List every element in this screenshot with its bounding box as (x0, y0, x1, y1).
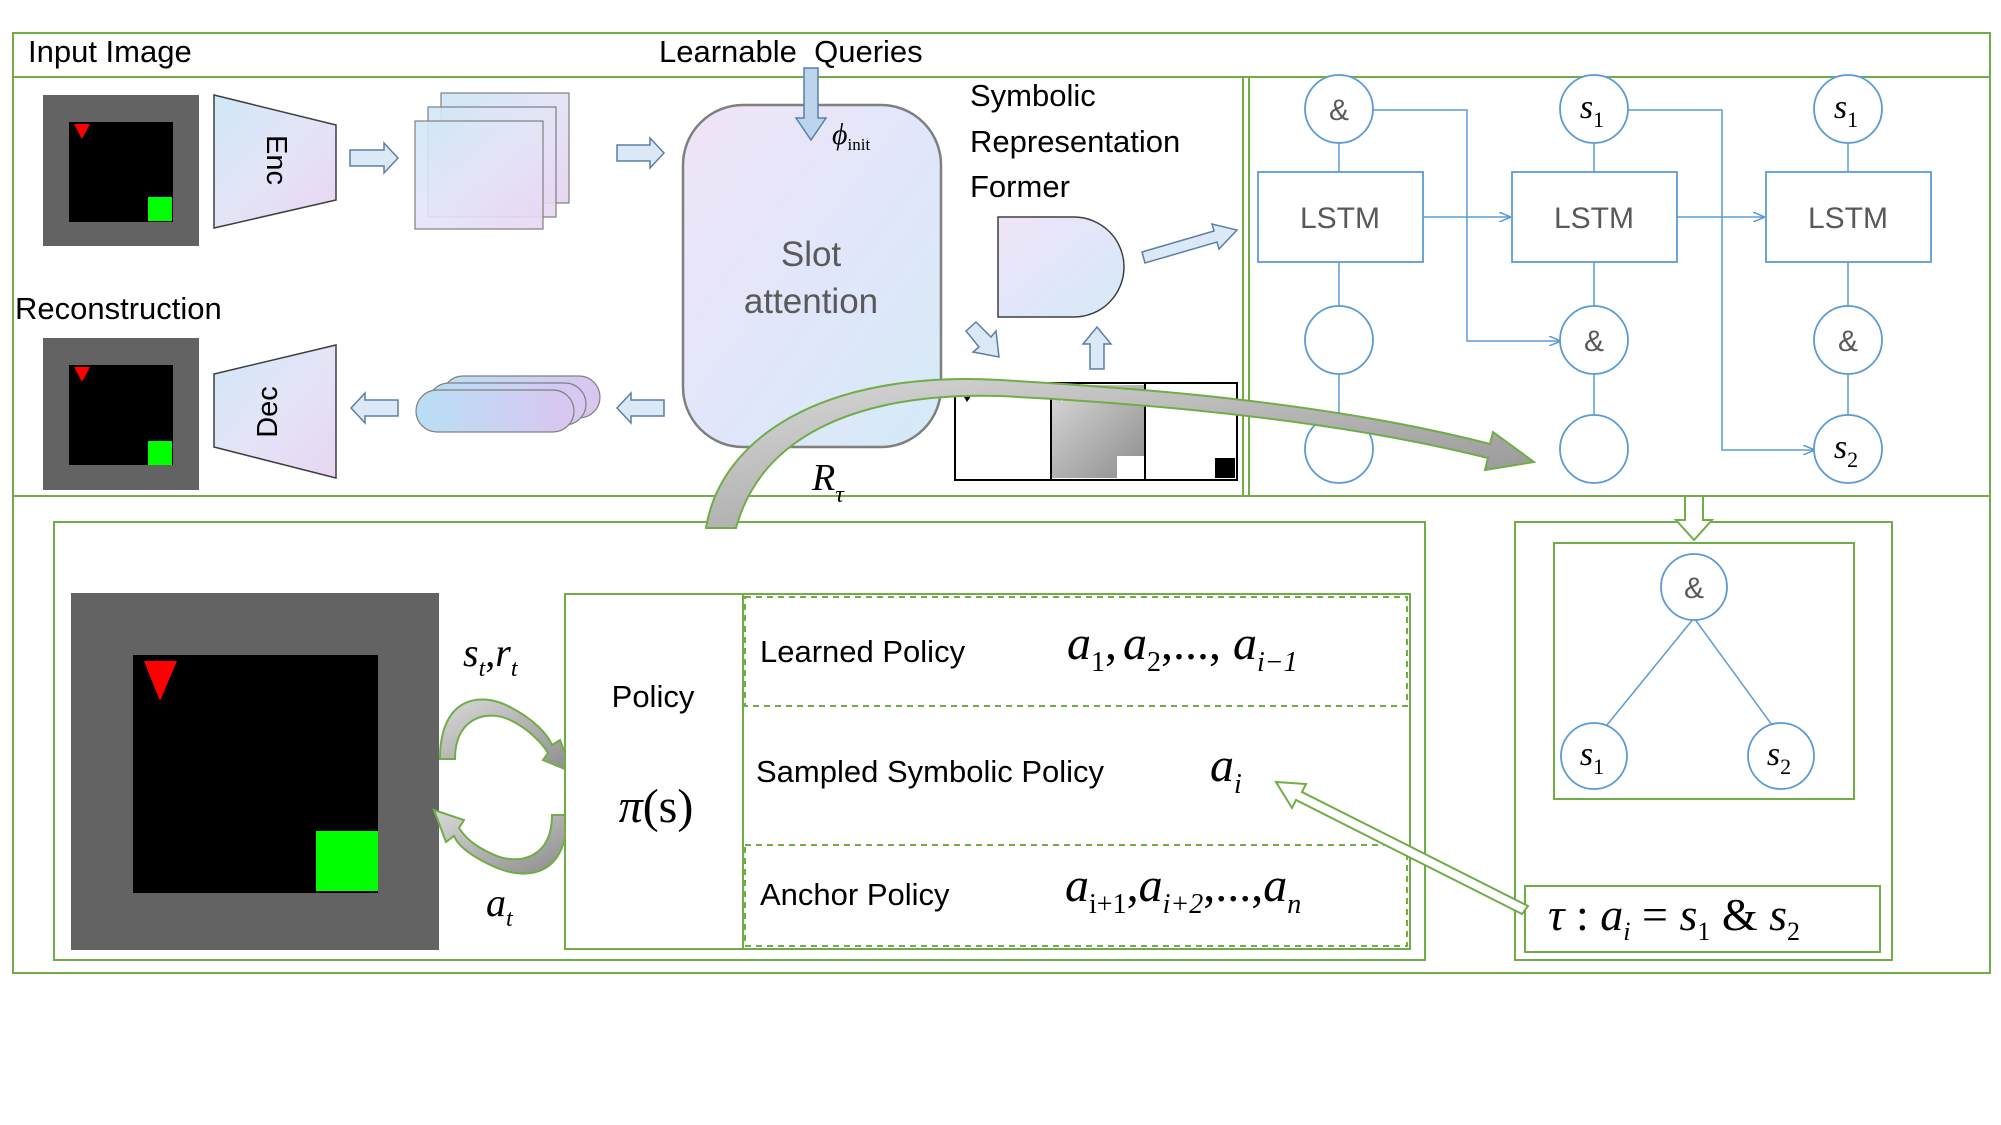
symbolic-former-line3: Former (970, 169, 1070, 204)
learnable-queries-label: Learnable Queries (659, 34, 923, 69)
symbolic-former-shape (997, 216, 1125, 318)
lstm-cell-label: LSTM (1300, 202, 1380, 235)
slot-attention: Slot attention (681, 103, 943, 449)
to-lstm-arrow-icon (1141, 222, 1239, 264)
tree-leaf-s1 (1560, 722, 1628, 790)
policy-formula: π(s) (619, 780, 694, 833)
sampled-policy-label: Sampled Symbolic Policy (756, 754, 1105, 789)
lstm-cell-label: LSTM (1554, 202, 1634, 235)
policy-box: Policy π(s) Learned Policy Sampled Symbo… (564, 593, 1411, 950)
slot-pills (415, 375, 601, 433)
encoder: Enc (213, 94, 337, 229)
policy-title: Policy (612, 679, 695, 714)
tree-root-label: & (1684, 572, 1704, 605)
back-arrow-icon (615, 391, 665, 425)
sampled-policy-formula: ai (1210, 739, 1242, 800)
node-and-label: & (1838, 325, 1858, 358)
anchor-policy-row (744, 844, 1408, 947)
anchor-policy-label: Anchor Policy (760, 877, 950, 912)
lstm-nodes: & s1 & s1 & s2 (1304, 74, 1883, 484)
agent-marker (74, 124, 90, 139)
reconstruction-image (43, 338, 199, 490)
lstm-frame (1248, 76, 1991, 497)
tree-leaf-s2-label: s2 (1767, 736, 1791, 779)
node-and (1813, 305, 1883, 375)
slot-attention-line1: Slot (781, 235, 842, 274)
tree-leaf-s1-label: s1 (1580, 736, 1604, 779)
lstm-cell (1765, 171, 1932, 263)
state-reward-label: st,rt (463, 630, 519, 682)
down-arrow-icon (1673, 495, 1715, 542)
learned-policy-formula: a1,a2,...,ai−1 (1067, 617, 1298, 678)
curve-arrow-icon (704, 378, 1537, 529)
lstm-cell-label: LSTM (1808, 202, 1888, 235)
node-and (1559, 305, 1629, 375)
lstm-cell (1257, 171, 1424, 263)
tree-inner-frame (1553, 542, 1855, 800)
autoencoder-frame (12, 76, 1244, 497)
r-tau-label: Rτ (811, 457, 845, 508)
agent-marker (144, 661, 177, 701)
encoder-label: Enc (260, 135, 292, 185)
node-empty (1304, 305, 1374, 375)
phi-init: ϕinit (832, 118, 870, 154)
action-label: at (486, 880, 514, 932)
input-image-label: Input Image (28, 34, 192, 69)
flow-arrow-icon (349, 141, 400, 175)
lstm-cell (1511, 171, 1678, 263)
queries-down-arrow-icon (794, 67, 828, 142)
node-and-label: & (1329, 94, 1349, 127)
back-arrow-icon (349, 391, 399, 425)
lstm-section (1338, 109, 1849, 450)
anchor-policy-formula: ai+1,ai+2,...,an (1065, 859, 1301, 920)
node-empty (1559, 414, 1629, 484)
outer-frame (12, 32, 1991, 974)
reconstruction-label: Reconstruction (15, 291, 222, 326)
goal-marker (148, 441, 172, 465)
input-image (43, 95, 199, 246)
tau-formula-box (1524, 885, 1881, 953)
node-s1-label: s1 (1834, 89, 1858, 132)
tau-formula: τ : ai = s1 & s2 (1548, 889, 1800, 946)
tau-to-policy-arrow-icon (1274, 780, 1530, 916)
agent-marker (74, 367, 90, 382)
learned-policy-label: Learned Policy (760, 634, 966, 669)
decoder-label: Dec (252, 386, 284, 438)
slot-attention-line2: attention (744, 282, 878, 321)
node-s1-label: s1 (1580, 89, 1604, 132)
diag-arrow-icon (964, 320, 1000, 358)
decoder: Dec (213, 344, 337, 479)
learned-policy-row (744, 596, 1408, 707)
tree-leaf-s2 (1747, 722, 1815, 790)
symbolic-tree: & s1 s2 (1560, 553, 1815, 790)
lstm-cells: LSTM LSTM LSTM (1257, 171, 1932, 263)
flow-arrow-icon (616, 136, 666, 170)
node-and-label: & (1584, 325, 1604, 358)
node-s2-label: s2 (1834, 429, 1858, 472)
loop-arrows-icon (432, 698, 574, 875)
frames (12, 32, 1991, 974)
rl-frame (53, 521, 1426, 961)
goal-marker (316, 831, 378, 891)
node-s1 (1559, 74, 1629, 144)
node-and (1304, 74, 1374, 144)
node-s1 (1813, 74, 1883, 144)
up-arrow-icon (1081, 325, 1113, 370)
symbolic-former-line1: Symbolic (970, 78, 1096, 113)
node-s2 (1813, 414, 1883, 484)
tree-root-node (1660, 553, 1728, 621)
environment-grid (71, 593, 439, 950)
symbolic-former-line2: Representation (970, 124, 1180, 159)
feature-maps (414, 92, 570, 230)
goal-marker (148, 197, 172, 221)
